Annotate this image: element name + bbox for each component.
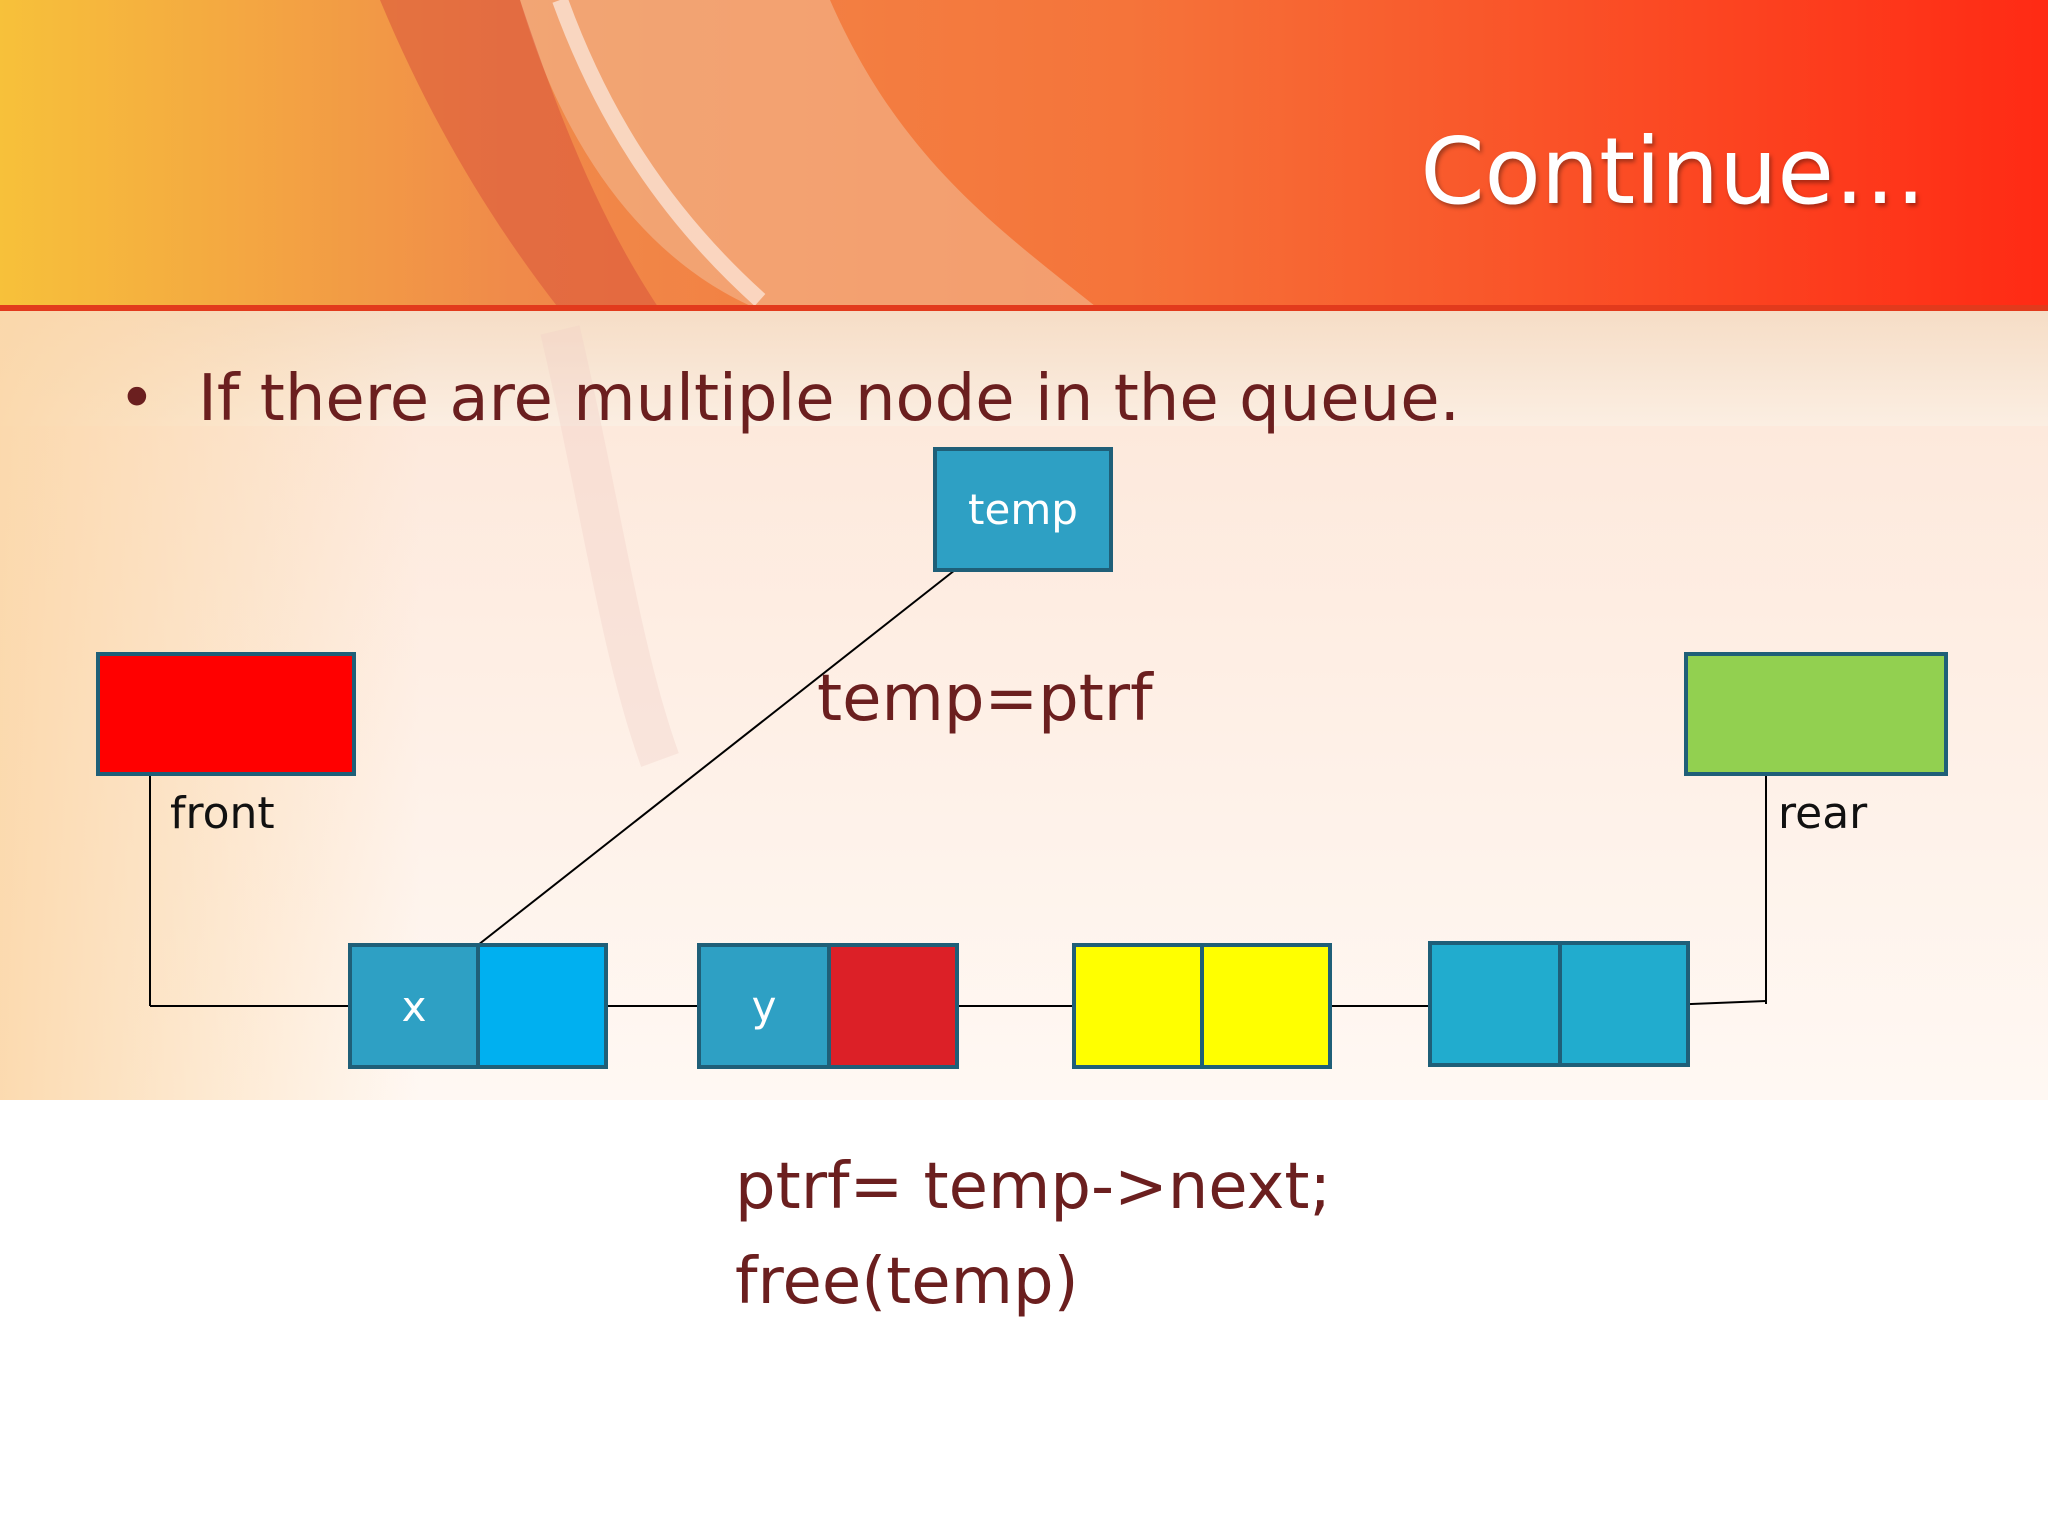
node2-data-cell: y <box>697 943 831 1069</box>
node4-next-cell <box>1558 941 1690 1067</box>
temp-box-label: temp <box>968 485 1078 534</box>
node1-next-cell <box>476 943 608 1069</box>
node1-data: x <box>401 981 427 1031</box>
node4-data-cell <box>1428 941 1562 1067</box>
front-label: front <box>170 788 275 839</box>
slide-title: Continue… <box>1420 118 1926 225</box>
assign-code: temp=ptrf <box>817 662 1153 736</box>
rear-label: rear <box>1778 788 1868 839</box>
front-pointer-box <box>96 652 356 776</box>
rear-pointer-box <box>1684 652 1948 776</box>
node1-data-cell: x <box>348 943 480 1069</box>
node3-data-cell <box>1072 943 1204 1069</box>
bullet-item: • If there are multiple node in the queue… <box>118 362 1460 436</box>
code-line-2: free(temp) <box>735 1245 1079 1319</box>
bullet-symbol: • <box>118 362 156 436</box>
temp-box: temp <box>933 447 1113 572</box>
node2-next-cell <box>827 943 959 1069</box>
node2-data: y <box>751 981 777 1031</box>
code-line-1: ptrf= temp->next; <box>735 1150 1332 1224</box>
temp-pointer-line <box>477 569 956 946</box>
node3-next-cell <box>1200 943 1332 1069</box>
bullet-text: If there are multiple node in the queue. <box>198 362 1460 436</box>
